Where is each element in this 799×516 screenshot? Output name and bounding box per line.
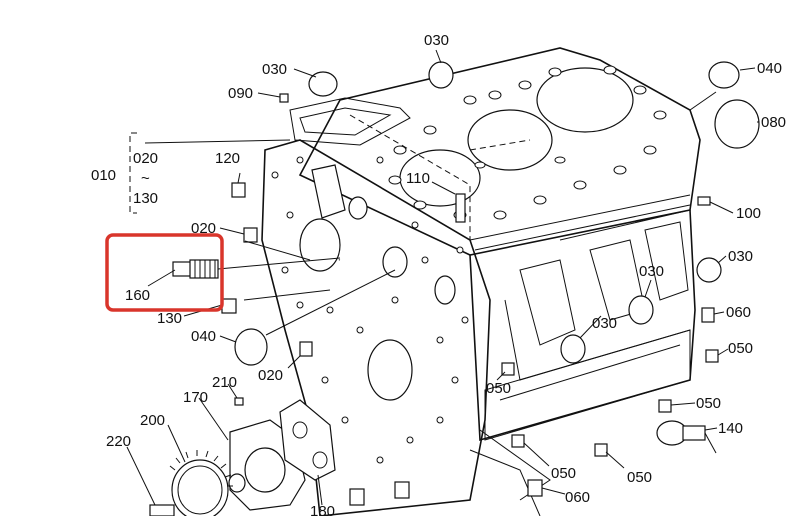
cylinder-block — [261, 47, 701, 516]
plug-030-b — [428, 61, 454, 89]
pin-100 — [697, 196, 711, 206]
label-200: 200 — [140, 412, 165, 429]
plug-bottom-a — [349, 488, 365, 506]
plug-front — [382, 246, 408, 278]
label-050-a: 050 — [728, 340, 753, 357]
label-120: 120 — [215, 150, 240, 167]
plug-040-top — [708, 61, 740, 89]
label-050-b: 050 — [486, 380, 511, 397]
label-020-a: 020 — [191, 220, 216, 237]
label-030-right: 030 — [728, 248, 753, 265]
pin-090 — [279, 93, 289, 103]
label-060-a: 060 — [726, 304, 751, 321]
label-100: 100 — [736, 205, 761, 222]
label-tilde: ~ — [141, 170, 150, 187]
label-050-e: 050 — [627, 469, 652, 486]
label-090: 090 — [228, 85, 253, 102]
plug-030-e — [560, 334, 586, 364]
pin-020-b — [299, 341, 313, 357]
label-210: 210 — [212, 374, 237, 391]
label-030-low: 030 — [592, 315, 617, 332]
sensor-140 — [656, 420, 717, 454]
label-030-mid: 030 — [639, 263, 664, 280]
label-030-top: 030 — [424, 32, 449, 49]
plug-050-d — [511, 434, 525, 448]
label-030-left: 030 — [262, 61, 287, 78]
plug-030-c — [696, 257, 722, 283]
label-130: 130 — [157, 310, 182, 327]
plug-060-a — [701, 307, 715, 323]
label-160: 160 — [125, 287, 150, 304]
plug-050-e — [594, 443, 608, 457]
plug-050-a — [705, 349, 719, 363]
label-050-c: 050 — [696, 395, 721, 412]
front-plate-holes — [271, 156, 469, 464]
plug-060-b — [527, 479, 543, 497]
range-bracket — [129, 132, 291, 214]
label-020-range: 020 — [133, 150, 158, 167]
dowel-130 — [221, 298, 237, 314]
gear-200 — [169, 450, 233, 516]
label-040-top: 040 — [757, 60, 782, 77]
leader-lines — [126, 49, 759, 506]
label-180: 180 — [310, 503, 335, 516]
label-220: 220 — [106, 433, 131, 450]
label-140: 140 — [718, 420, 743, 437]
label-020-b: 020 — [258, 367, 283, 384]
plug-bottom-b — [394, 481, 410, 499]
plug-040-side — [234, 328, 268, 366]
label-170: 170 — [183, 389, 208, 406]
parts — [149, 61, 760, 516]
label-080: 080 — [761, 114, 786, 131]
deck-holes — [388, 65, 667, 220]
dowel-120 — [231, 182, 246, 198]
plug-030-a — [308, 71, 338, 97]
label-110: 110 — [406, 170, 430, 187]
label-130-range: 130 — [133, 190, 158, 207]
pin-020-a — [243, 227, 258, 243]
cover-080 — [714, 99, 760, 149]
stud-160 — [172, 259, 219, 279]
key-210 — [234, 397, 244, 406]
label-060-b: 060 — [565, 489, 590, 506]
highlight-box-160 — [105, 233, 224, 312]
label-050-d: 050 — [551, 465, 576, 482]
plug-050-c — [658, 399, 672, 413]
plug-030-d — [628, 295, 654, 325]
label-040-side: 040 — [191, 328, 216, 345]
callout-labels: 010 020 ~ 130 030 030 090 040 080 120 11… — [91, 32, 786, 516]
dowel-110 — [455, 193, 466, 223]
label-010: 010 — [91, 167, 116, 184]
shaft-220 — [149, 504, 175, 516]
